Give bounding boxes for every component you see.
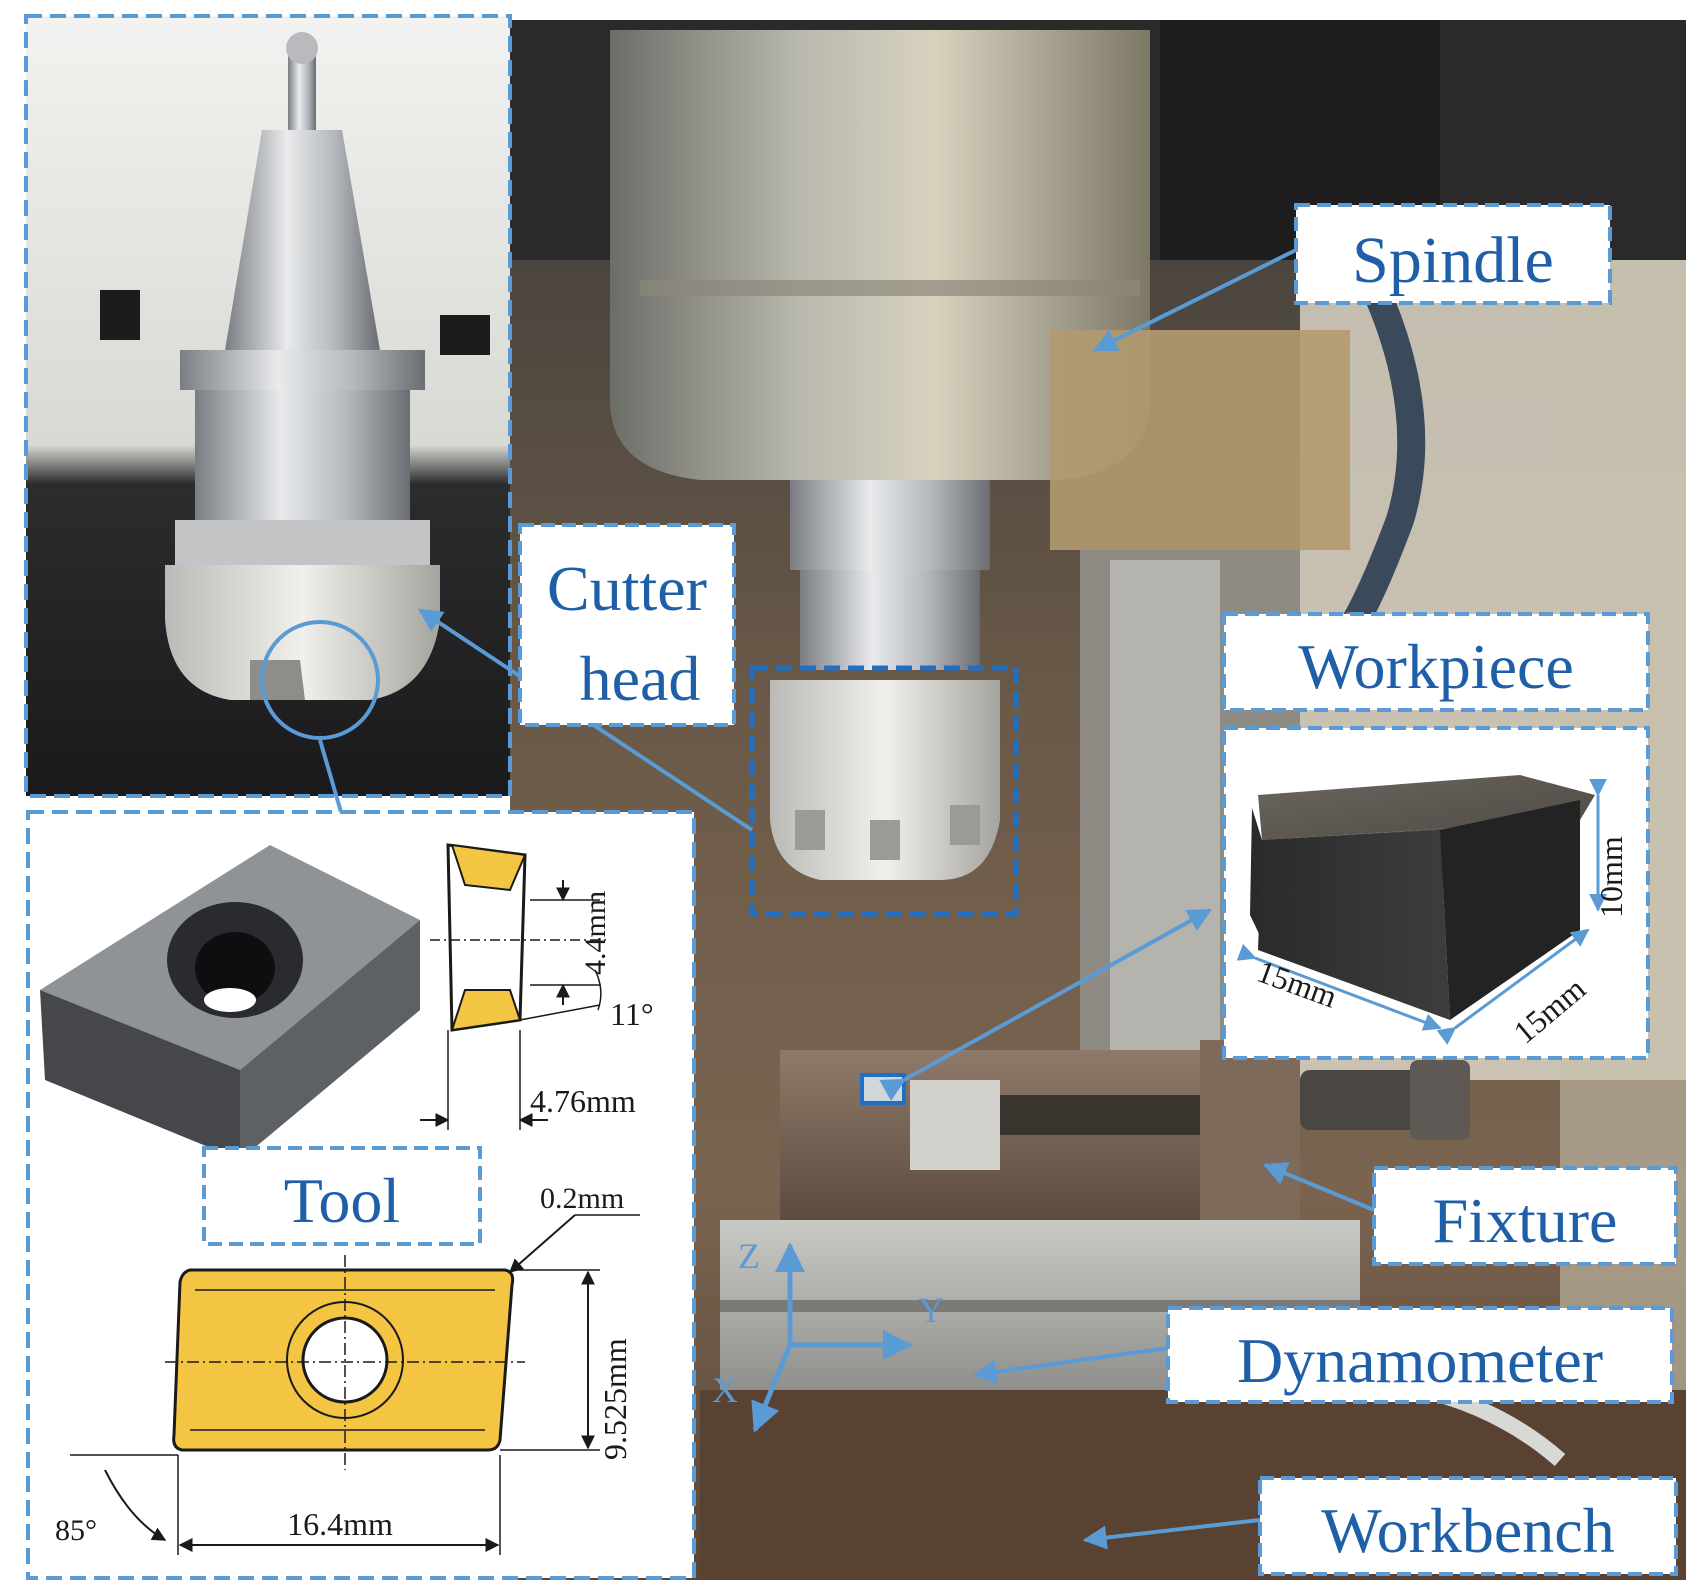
dim-width: 9.525mm: [597, 1338, 633, 1460]
workbench-label-box: [1258, 1476, 1678, 1576]
workbench-label: Workbench: [1321, 1495, 1614, 1566]
workpiece-label: Workpiece: [1298, 631, 1574, 702]
spindle-arrow: [1092, 248, 1297, 352]
axis-y-label: Y: [918, 1290, 944, 1330]
workpiece-marker: [860, 1073, 906, 1105]
insert-top-view: [70, 1214, 640, 1555]
fixture-arrow: [1262, 1162, 1375, 1212]
tool-label: Tool: [284, 1165, 400, 1236]
dim-length: 16.4mm: [287, 1506, 393, 1542]
dynamometer-label-box: [1166, 1306, 1674, 1404]
axis-x-label: X: [712, 1370, 738, 1410]
coordinate-axes: [751, 1242, 913, 1433]
cutter-head-label-box: [518, 523, 736, 727]
spindle-body: [610, 30, 1150, 480]
fixture-label: Fixture: [1433, 1185, 1618, 1256]
dynamometer-label: Dynamometer: [1237, 1325, 1603, 1396]
cutter-head-label-line1: Cutter: [547, 553, 707, 624]
fixture-label-box: [1372, 1166, 1678, 1266]
cutter-head-body: [770, 680, 1000, 880]
dim-thickness: 4.76mm: [530, 1083, 636, 1119]
tool-holder-photo-frame: [24, 14, 512, 798]
workpiece-label-box: [1222, 612, 1650, 712]
tool-label-box: [202, 1146, 482, 1246]
insert-side-view: [420, 843, 610, 1130]
dynamometer-arrow: [972, 1346, 1169, 1384]
cutter-head-label-line2: head: [580, 643, 701, 714]
dim-corner-angle: 85°: [55, 1514, 97, 1547]
insert-zoom-circle: [260, 620, 380, 740]
spindle-label-box: [1294, 203, 1612, 305]
workpiece-arrow: [879, 908, 1213, 1101]
dim-thickness-inner: 4.4mm: [579, 891, 612, 975]
cutter-head-highlight: [749, 665, 1019, 917]
insert-3d-render: [40, 845, 420, 1160]
tool-holder-photo: [26, 16, 510, 796]
spindle-label: Spindle: [1352, 224, 1554, 297]
workpiece-dim-height: 10mm: [1593, 836, 1629, 918]
workbench-arrow: [1082, 1518, 1261, 1550]
dim-clearance-angle: 11°: [610, 996, 654, 1032]
dim-corner-radius: 0.2mm: [540, 1182, 624, 1215]
axis-z-label: Z: [738, 1236, 760, 1276]
